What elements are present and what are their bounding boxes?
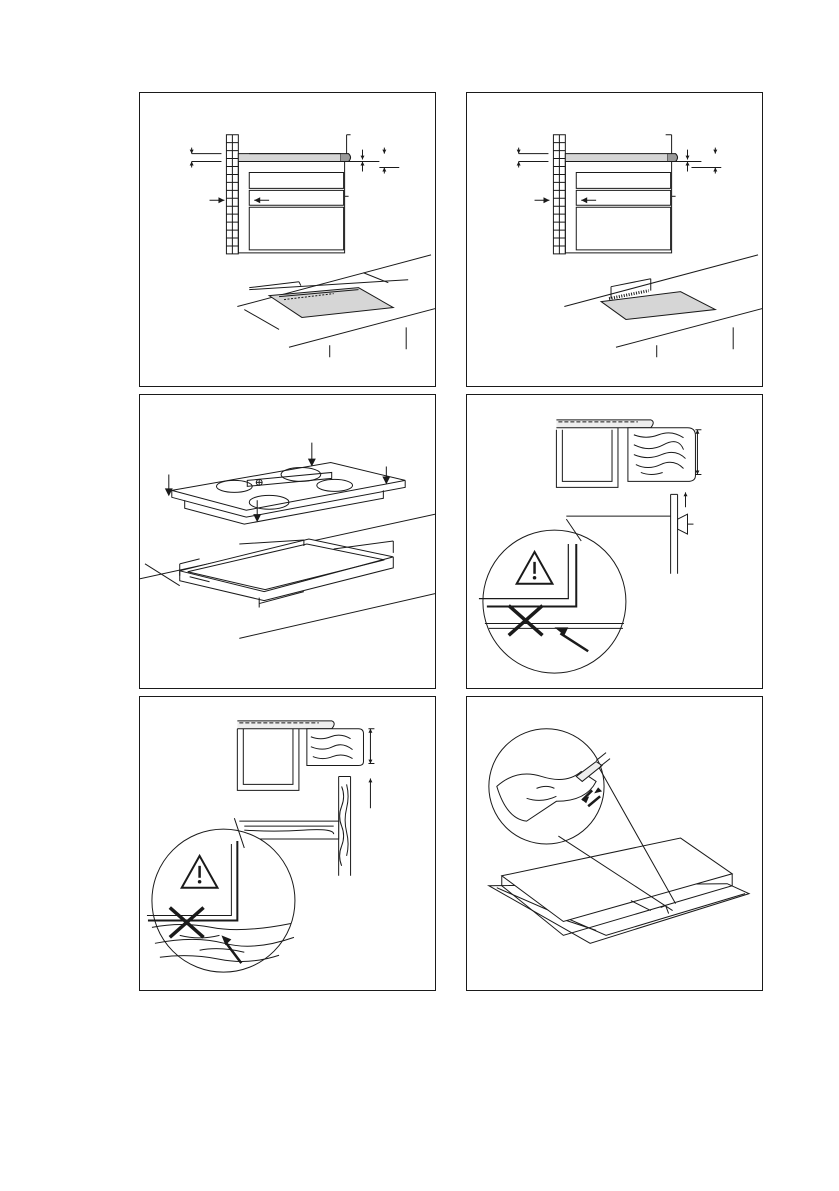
edge-warning-diagram-e <box>140 697 435 990</box>
panel-a <box>139 92 436 387</box>
panel-c <box>139 394 436 689</box>
arrow-icon <box>254 197 260 203</box>
hob-insertion-diagram <box>140 395 435 688</box>
edge-warning-diagram-d <box>467 395 762 688</box>
wood-edge <box>307 729 364 766</box>
seal-application-diagram <box>467 697 762 990</box>
panel-f <box>466 696 763 991</box>
panel-b <box>466 92 763 387</box>
panel-d <box>466 394 763 689</box>
zoom-circle <box>483 530 626 673</box>
zoom-circle <box>152 829 295 972</box>
worktop <box>238 154 340 162</box>
cutout-diagram-b <box>467 93 762 386</box>
panel-e <box>139 696 436 991</box>
arrow-icon <box>218 197 224 203</box>
cutout-diagram-a <box>140 93 435 386</box>
